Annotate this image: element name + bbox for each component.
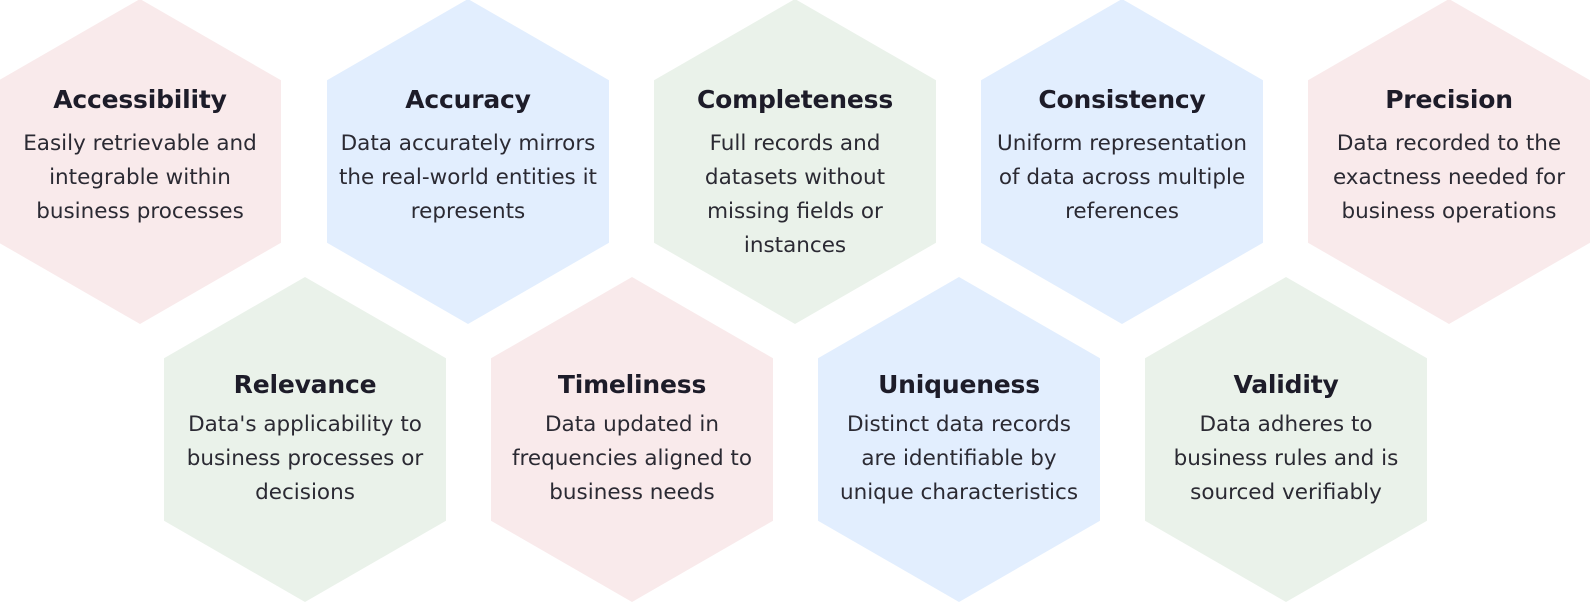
hexagon-description: Data adheres to business rules and is so… [1173,412,1399,505]
hexagon-description: Easily retrievable and integrable within… [23,131,257,224]
hexagon-consistency: Consistency Uniform representation of da… [981,0,1263,324]
hexagon-title: Validity [1233,370,1339,399]
hexagon-description: Distinct data records are identifiable b… [839,412,1079,505]
hexagon-uniqueness: Uniqueness Distinct data records are ide… [818,277,1100,602]
hexagon-title: Timeliness [557,370,707,399]
hexagon-title: Uniqueness [878,370,1040,399]
hexagon-title: Completeness [696,85,893,114]
hexagon-title: Consistency [1038,85,1206,114]
hexagon-accuracy: Accuracy Data accurately mirrors the rea… [327,0,609,324]
hexagon-description: Data recorded to the exactness needed fo… [1332,131,1566,224]
hexagon-description: Data updated in frequencies aligned to b… [511,412,753,505]
hexagon-title: Relevance [233,370,377,399]
hexagon-completeness: Completeness Full records and datasets w… [654,0,936,324]
hexagon-title: Precision [1385,85,1513,114]
hexagon-description: Uniform representation of data across mu… [997,131,1247,224]
hexagon-title: Accessibility [53,85,227,114]
hexagon-title: Accuracy [405,85,531,114]
hexagon-validity: Validity Data adheres to business rules … [1145,277,1427,602]
hexagon-relevance: Relevance Data's applicability to busine… [164,277,446,602]
hexagon-timeliness: Timeliness Data updated in frequencies a… [491,277,773,602]
hexagon-description: Data's applicability to business process… [186,412,424,505]
hexagon-description: Data accurately mirrors the real-world e… [339,131,597,224]
hexagon-description: Full records and datasets without missin… [704,131,886,258]
hexagon-precision: Precision Data recorded to the exactness… [1308,0,1590,324]
hexagon-accessibility: Accessibility Easily retrievable and int… [0,0,281,324]
